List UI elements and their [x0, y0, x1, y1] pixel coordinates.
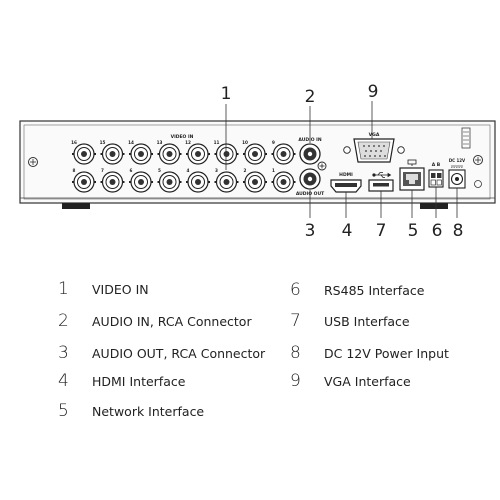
legend-label: RS485 Interface [324, 282, 425, 298]
rs485-terminal [428, 169, 444, 188]
legend-label: VIDEO IN [92, 281, 149, 297]
rs485-panel-label: A B [432, 162, 441, 168]
legend-item: 3 AUDIO OUT, RCA Connector [58, 341, 265, 365]
legend-number: 9 [290, 371, 301, 391]
callout-numbers: 1 2 9 3 4 7 5 6 8 [221, 82, 464, 241]
legend-item: 7 USB Interface [290, 309, 410, 333]
callout-leaders [225, 101, 458, 218]
fan-vent [461, 127, 471, 149]
legend-item: 6 RS485 Interface [290, 278, 424, 302]
legend-number: 2 [58, 311, 69, 331]
bnc-channel-number: 14 [128, 140, 134, 145]
bnc-connector [186, 143, 210, 165]
legend-label: Network Interface [92, 403, 205, 419]
legend-item: 9 VGA Interface [290, 369, 411, 393]
bnc-connector [100, 143, 125, 165]
bnc-connector [157, 143, 182, 165]
video-in-bnc-group: 16 15 14 13 12 11 10 9 8 7 6 5 4 3 2 1 [71, 140, 296, 193]
usb-port [368, 179, 394, 192]
audio-in-rca-connector [299, 143, 321, 165]
screw-left [28, 157, 38, 167]
bnc-channel-number: 16 [71, 140, 77, 145]
bnc-channel-number: 9 [272, 140, 275, 145]
usb-icon [372, 172, 392, 178]
legend-number: 8 [290, 343, 301, 363]
video-in-panel-label: VIDEO IN [171, 134, 194, 140]
bnc-connector [271, 143, 296, 165]
callout-7: 7 [376, 221, 387, 241]
callout-6: 6 [432, 221, 443, 241]
bnc-connector [271, 171, 296, 193]
hdmi-panel-label: HDMI [339, 172, 353, 178]
legend-number: 6 [290, 280, 301, 300]
audio-out-panel-label: AUDIO OUT [296, 191, 325, 197]
bnc-channel-number: 3 [215, 168, 218, 173]
legend-item: 1 VIDEO IN [58, 277, 149, 301]
legend-item: 4 HDMI Interface [58, 369, 185, 393]
callout-4: 4 [342, 221, 353, 241]
callout-2: 2 [305, 87, 316, 107]
bnc-channel-number: 2 [244, 168, 247, 173]
dc-polarity-icon [451, 165, 463, 168]
vga-port [343, 138, 405, 163]
legend-label: USB Interface [324, 313, 410, 329]
bnc-connector [186, 171, 210, 193]
legend-number: 4 [58, 371, 69, 391]
legend-label: VGA Interface [324, 373, 411, 389]
bnc-channel-number: 15 [100, 140, 106, 145]
bnc-connector [243, 171, 267, 193]
dc-panel-label: DC 12V [449, 158, 466, 163]
callout-3: 3 [305, 221, 316, 241]
bnc-connector [214, 171, 239, 193]
callout-8: 8 [453, 221, 464, 241]
bnc-channel-number: 13 [157, 140, 163, 145]
callout-9: 9 [368, 82, 379, 102]
bnc-channel-number: 7 [101, 168, 104, 173]
bnc-connector [129, 171, 153, 193]
ground-screw [317, 161, 327, 171]
legend-number: 7 [290, 311, 301, 331]
callout-1: 1 [221, 84, 232, 104]
callout-5: 5 [408, 221, 419, 241]
bnc-connector [214, 143, 239, 165]
legend-number: 1 [58, 279, 69, 299]
network-rj45-port [399, 167, 425, 191]
legend-label: AUDIO IN, RCA Connector [92, 313, 252, 329]
audio-out-rca-connector [299, 168, 321, 190]
legend-number: 5 [58, 401, 69, 421]
bnc-channel-number: 10 [242, 140, 248, 145]
legend: 1 VIDEO IN 2 AUDIO IN, RCA Connector 3 A… [0, 270, 500, 500]
bnc-channel-number: 1 [272, 168, 275, 173]
bnc-connector [72, 143, 96, 165]
bnc-channel-number: 12 [185, 140, 191, 145]
bnc-channel-number: 5 [158, 168, 161, 173]
legend-item: 2 AUDIO IN, RCA Connector [58, 309, 252, 333]
bnc-connector [129, 143, 153, 165]
network-icon [407, 159, 417, 166]
legend-item: 8 DC 12V Power Input [290, 341, 449, 365]
dc-power-jack [448, 169, 466, 189]
vga-panel-label: VGA [369, 132, 380, 138]
bnc-channel-number: 6 [130, 168, 133, 173]
legend-label: AUDIO OUT, RCA Connector [92, 345, 266, 361]
bnc-channel-number: 4 [187, 168, 190, 173]
hdmi-port [330, 179, 362, 193]
bnc-connector [243, 143, 267, 165]
bnc-connector [100, 171, 125, 193]
bnc-channel-number: 8 [73, 168, 76, 173]
chassis-feet [62, 203, 448, 209]
bnc-channel-number: 11 [214, 140, 220, 145]
bnc-connector [72, 171, 96, 193]
legend-item: 5 Network Interface [58, 399, 204, 423]
legend-number: 3 [58, 343, 69, 363]
bnc-connector [157, 171, 182, 193]
legend-label: DC 12V Power Input [324, 345, 449, 361]
screw-right [473, 155, 483, 188]
legend-label: HDMI Interface [92, 373, 186, 389]
